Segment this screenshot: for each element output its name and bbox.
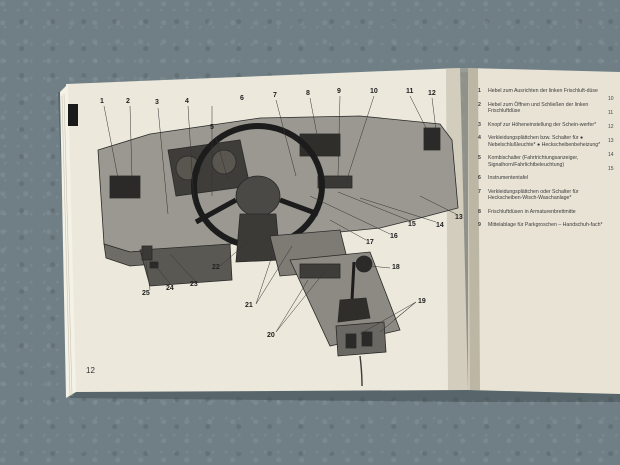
callout-3: 3 <box>155 99 159 106</box>
right-page <box>468 68 620 394</box>
legend-text: Verkleidungsplättchen oder Schalter für … <box>488 188 579 202</box>
legend-text: Hebel zum Ausrichten der linken Frischlu… <box>488 88 598 94</box>
callout-13: 13 <box>455 214 463 221</box>
legend-number: 2 <box>478 101 481 108</box>
edge-number: 10 <box>608 96 614 102</box>
callout-16: 16 <box>390 233 398 240</box>
callout-14: 14 <box>436 222 444 229</box>
callout-8: 8 <box>306 90 310 97</box>
legend-text: Hebel zum Öffnen und Schließen der linke… <box>488 101 589 115</box>
legend-text: Verkleidungsplättchen bzw. Schalter für … <box>488 135 601 148</box>
legend-item: 3 Knopf zur Höheneinstellung der Schein-w… <box>478 122 612 129</box>
callout-15: 15 <box>408 221 416 228</box>
callout-1: 1 <box>100 98 104 105</box>
legend-number: 9 <box>478 222 481 228</box>
callout-21: 21 <box>245 302 253 309</box>
legend-item: 7 Verkleidungsplättchen oder Schalter für… <box>478 189 612 202</box>
callout-2: 2 <box>126 98 130 105</box>
callout-6: 6 <box>240 95 244 102</box>
callout-9: 9 <box>337 88 341 95</box>
legend-text: Instrumententafel <box>488 175 529 181</box>
next-page-numbers: 10 11 12 13 14 15 <box>608 92 614 176</box>
callout-18: 18 <box>392 264 400 271</box>
legend-item: 8 Frischluftdüsen in Armaturenbrettmitte <box>478 209 612 216</box>
callout-24: 24 <box>166 285 174 292</box>
legend-number: 7 <box>478 188 481 195</box>
callout-20: 20 <box>267 332 275 339</box>
legend-number: 6 <box>478 175 481 181</box>
callout-11: 11 <box>406 88 414 95</box>
legend-number: 3 <box>478 121 481 128</box>
legend-list: 1 Hebel zum Ausrichten der linken Frischl… <box>478 88 612 236</box>
legend-number: 8 <box>478 208 481 215</box>
legend-text: Mittelablage für Parkgroschen – Handschu… <box>488 222 603 228</box>
callout-22: 22 <box>212 264 220 271</box>
legend-number: 1 <box>478 88 481 94</box>
edge-number: 12 <box>608 124 614 130</box>
dashboard-drawing <box>97 115 459 387</box>
leader-lines <box>103 95 457 335</box>
page-number: 12 <box>86 366 95 375</box>
callout-10: 10 <box>370 88 378 95</box>
callout-23: 23 <box>190 281 198 288</box>
legend-number: 5 <box>478 155 481 161</box>
callout-12: 12 <box>428 90 436 97</box>
legend-text: Knopf zur Höheneinstellung der Schein-we… <box>488 121 597 128</box>
callout-17: 17 <box>366 239 374 246</box>
legend-item: 5 Kombischalter (Fahrtrichtungsanzeiger, … <box>478 155 612 168</box>
edge-number: 11 <box>608 110 614 116</box>
callout-5: 5 <box>210 124 214 131</box>
callout-25: 25 <box>142 290 150 297</box>
legend-number: 4 <box>478 135 481 141</box>
legend-text: Kombischalter (Fahrtrichtungsanzeiger, S… <box>488 155 579 168</box>
legend-item: 6 Instrumententafel <box>478 175 612 182</box>
legend-item: 1 Hebel zum Ausrichten der linken Frischl… <box>478 88 612 95</box>
legend-item: 2 Hebel zum Öffnen und Schließen der link… <box>478 102 612 115</box>
callout-7: 7 <box>273 92 277 99</box>
legend-text: Frischluftdüsen in Armaturenbrettmitte <box>488 208 576 215</box>
black-tab <box>68 104 78 126</box>
legend-item: 9 Mittelablage für Parkgroschen – Handsch… <box>478 222 612 229</box>
legend-item: 4 Verkleidungsplättchen bzw. Schalter für… <box>478 135 612 148</box>
edge-number: 14 <box>608 152 614 158</box>
callout-4: 4 <box>185 98 189 105</box>
edge-number: 13 <box>608 138 614 144</box>
edge-number: 15 <box>608 166 614 172</box>
callout-19: 19 <box>418 298 426 305</box>
